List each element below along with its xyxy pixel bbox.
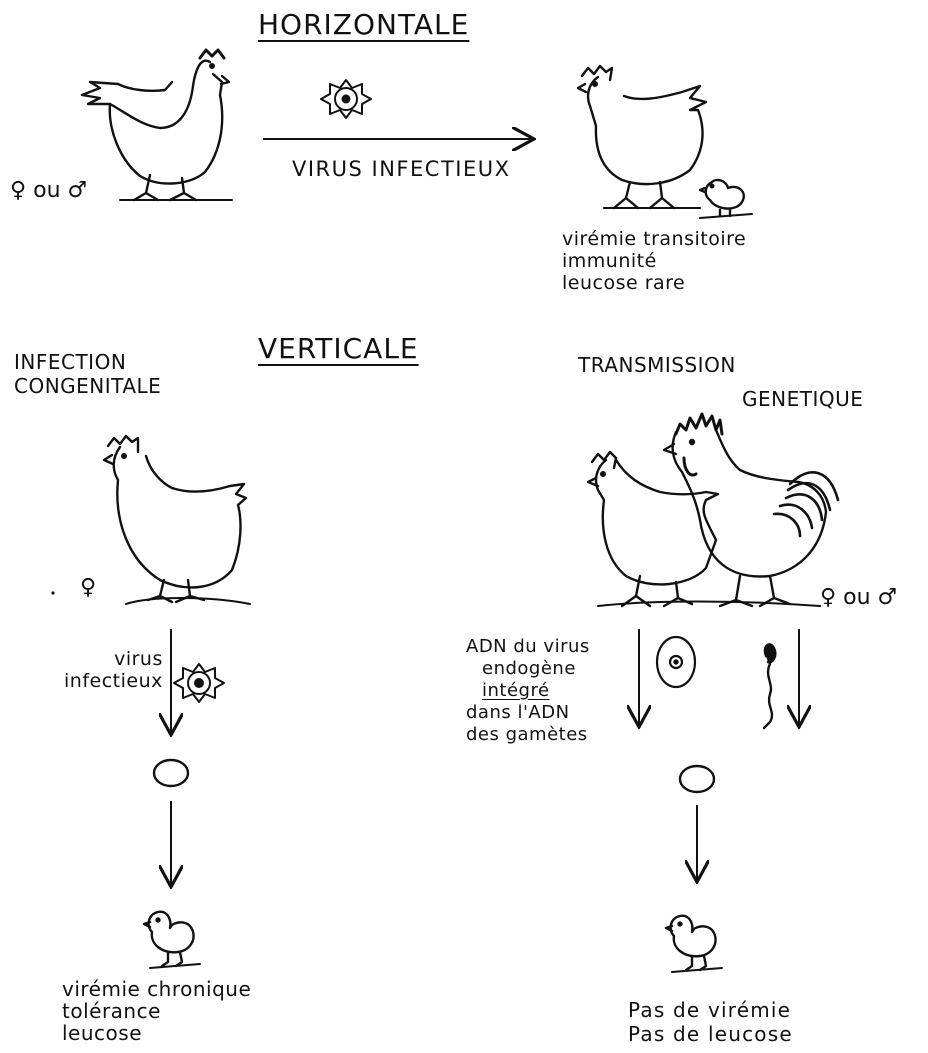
outcome-congenital-line-2: tolérance <box>62 1000 251 1022</box>
sperm-icon <box>764 644 775 728</box>
egg-congenital <box>154 760 188 786</box>
dna-note-line-1: ADN du virus <box>466 636 590 658</box>
hen-top-right <box>578 66 752 218</box>
egg-genetic <box>680 766 714 792</box>
title-congenital-line-2: CONGENITALE <box>14 374 161 398</box>
section-vertical: VERTICALE <box>258 332 419 365</box>
arrow-label-congenital: virus infectieux <box>64 648 163 692</box>
outcome-horizontal: virémie transitoire immunité leucose rar… <box>562 228 746 294</box>
outcome-congenital: virémie chronique tolérance leucose <box>62 978 251 1044</box>
arrow-label-congenital-line-2: infectieux <box>64 670 163 692</box>
virus-icon-top <box>321 80 371 118</box>
hen-and-rooster <box>588 414 838 606</box>
title-congenital: INFECTION CONGENITALE <box>14 350 161 398</box>
dna-note-line-4: dans l'ADN <box>466 702 590 724</box>
virus-icon-congenital <box>174 664 224 702</box>
outcome-congenital-line-3: leucose <box>62 1022 251 1044</box>
outcome-horizontal-line-2: immunité <box>562 250 746 272</box>
dna-note-line-3: intégré <box>466 680 590 702</box>
sex-label-genetic: ♀ ou ♂ <box>820 585 897 610</box>
outcome-horizontal-line-3: leucose rare <box>562 272 746 294</box>
ovum-icon <box>657 637 695 687</box>
dna-note-line-2: endogène <box>466 658 590 680</box>
outcome-genetic-line-1: Pas de virémie <box>628 998 793 1022</box>
sex-label-congenital: ♀ <box>80 575 96 600</box>
title-congenital-line-1: INFECTION <box>14 350 161 374</box>
dna-note-line-5: des gamètes <box>466 724 590 746</box>
chick-genetic <box>666 916 722 972</box>
outcome-genetic: Pas de virémie Pas de leucose <box>628 998 793 1046</box>
outcome-genetic-line-2: Pas de leucose <box>628 1022 793 1046</box>
hen-top-left <box>82 50 232 200</box>
chick-congenital <box>144 912 200 968</box>
arrow-label-horizontal: VIRUS INFECTIEUX <box>292 158 511 180</box>
arrow-label-congenital-line-1: virus <box>64 648 163 670</box>
outcome-congenital-line-1: virémie chronique <box>62 978 251 1000</box>
title-genetic-line-2: GENETIQUE <box>742 388 863 410</box>
title-genetic-line-1: TRANSMISSION <box>578 354 736 376</box>
section-horizontal: HORIZONTALE <box>258 8 469 41</box>
sex-label-top-left: ♀ ou ♂ <box>10 178 87 203</box>
dna-note: ADN du virus endogène intégré dans l'ADN… <box>466 636 590 746</box>
outcome-horizontal-line-1: virémie transitoire <box>562 228 746 250</box>
hen-congenital <box>104 436 250 604</box>
